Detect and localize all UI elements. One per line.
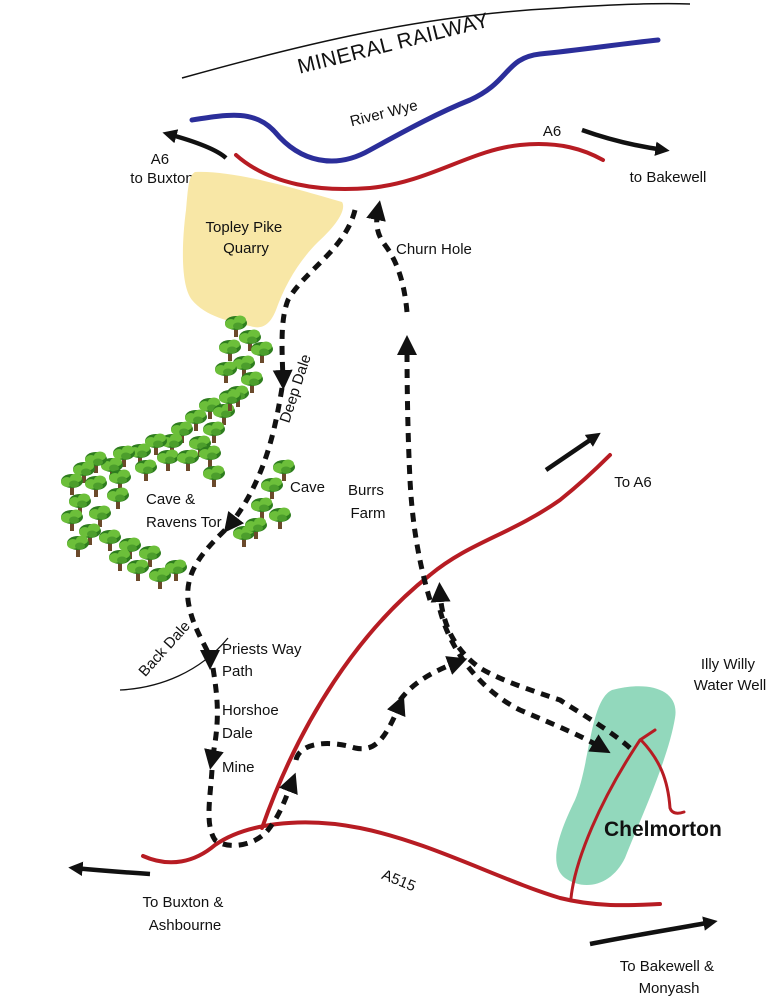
burrs-farm-label: Burrs Farm (348, 482, 388, 522)
route-back-dale (185, 528, 227, 670)
chelmorton-road (569, 728, 686, 900)
horseshoe-dale-label: Horshoe Dale (222, 702, 283, 742)
chelmorton-area (556, 686, 676, 886)
tree-icon (199, 445, 221, 467)
to-bakewell-monyash-label: To Bakewell & Monyash (620, 958, 718, 997)
tree-icon (61, 509, 83, 531)
priests-way-label: Priests Way Path (222, 641, 306, 680)
route-deep-dale-lower (223, 387, 285, 533)
tree-icon (215, 361, 237, 383)
cave-ravens-tor-label: Cave & Ravens Tor (146, 491, 222, 531)
route-burrs-farm (397, 335, 433, 601)
river-wye (189, 37, 661, 164)
to-buxton-ashbourne-arrow (68, 861, 151, 877)
route-horseshoe-dale (204, 667, 224, 770)
route-mine-to-a515 (206, 769, 298, 848)
to-a6-label: To A6 (614, 474, 652, 491)
mine-label: Mine (222, 759, 255, 776)
tree-icon (157, 449, 179, 471)
illy-willy-label: Illy Willy Water Well (694, 656, 767, 694)
to-a6-arrow (544, 432, 601, 472)
to-buxton-arrow (162, 129, 228, 160)
woodland-trees (61, 315, 295, 589)
tree-icon (135, 459, 157, 481)
tree-icon (177, 449, 199, 471)
tree-icon (61, 473, 83, 495)
road-to-a6 (260, 453, 612, 830)
mineral-railway-label: MINERAL RAILWAY (295, 9, 491, 79)
route-churn-hole (366, 200, 410, 313)
tree-icon (203, 465, 225, 487)
route-deep-dale-descent (272, 209, 358, 390)
a515-road-label: A515 (379, 866, 418, 895)
tree-icon (269, 507, 291, 529)
tree-icon (107, 487, 129, 509)
tree-icon (127, 559, 149, 581)
tree-icon (251, 341, 273, 363)
route-lane-upper (398, 656, 468, 702)
chelmorton-label: Chelmorton (604, 818, 722, 841)
river-wye-label: River Wye (348, 97, 419, 130)
to-bakewell-label: to Bakewell (630, 169, 707, 186)
a6-road-label: A6 (543, 123, 561, 140)
route-lane (293, 694, 406, 761)
topley-pike-quarry (182, 171, 344, 328)
route-from-well (430, 582, 632, 750)
cave-label: Cave (290, 479, 325, 496)
a6-road (234, 142, 605, 192)
a6-to-buxton-label: A6 to Buxton (130, 151, 193, 187)
to-bakewell-arrow (581, 127, 670, 156)
mineral-railway-line (181, 2, 691, 79)
to-buxton-ashbourne-label: To Buxton & Ashbourne (142, 894, 227, 934)
a515-road (141, 820, 662, 908)
tree-icon (67, 535, 89, 557)
route-to-chelmorton (437, 609, 611, 754)
back-dale-arc (119, 637, 229, 691)
quarry-label: Topley Pike Quarry (206, 219, 287, 257)
tree-icon (261, 477, 283, 499)
churn-hole-label: Churn Hole (396, 241, 472, 258)
back-dale-label: Back Dale (135, 618, 193, 680)
tree-icon (85, 475, 107, 497)
walking-routes (185, 200, 632, 848)
to-bakewell-monyash-arrow (589, 916, 718, 947)
tree-icon (99, 529, 121, 551)
